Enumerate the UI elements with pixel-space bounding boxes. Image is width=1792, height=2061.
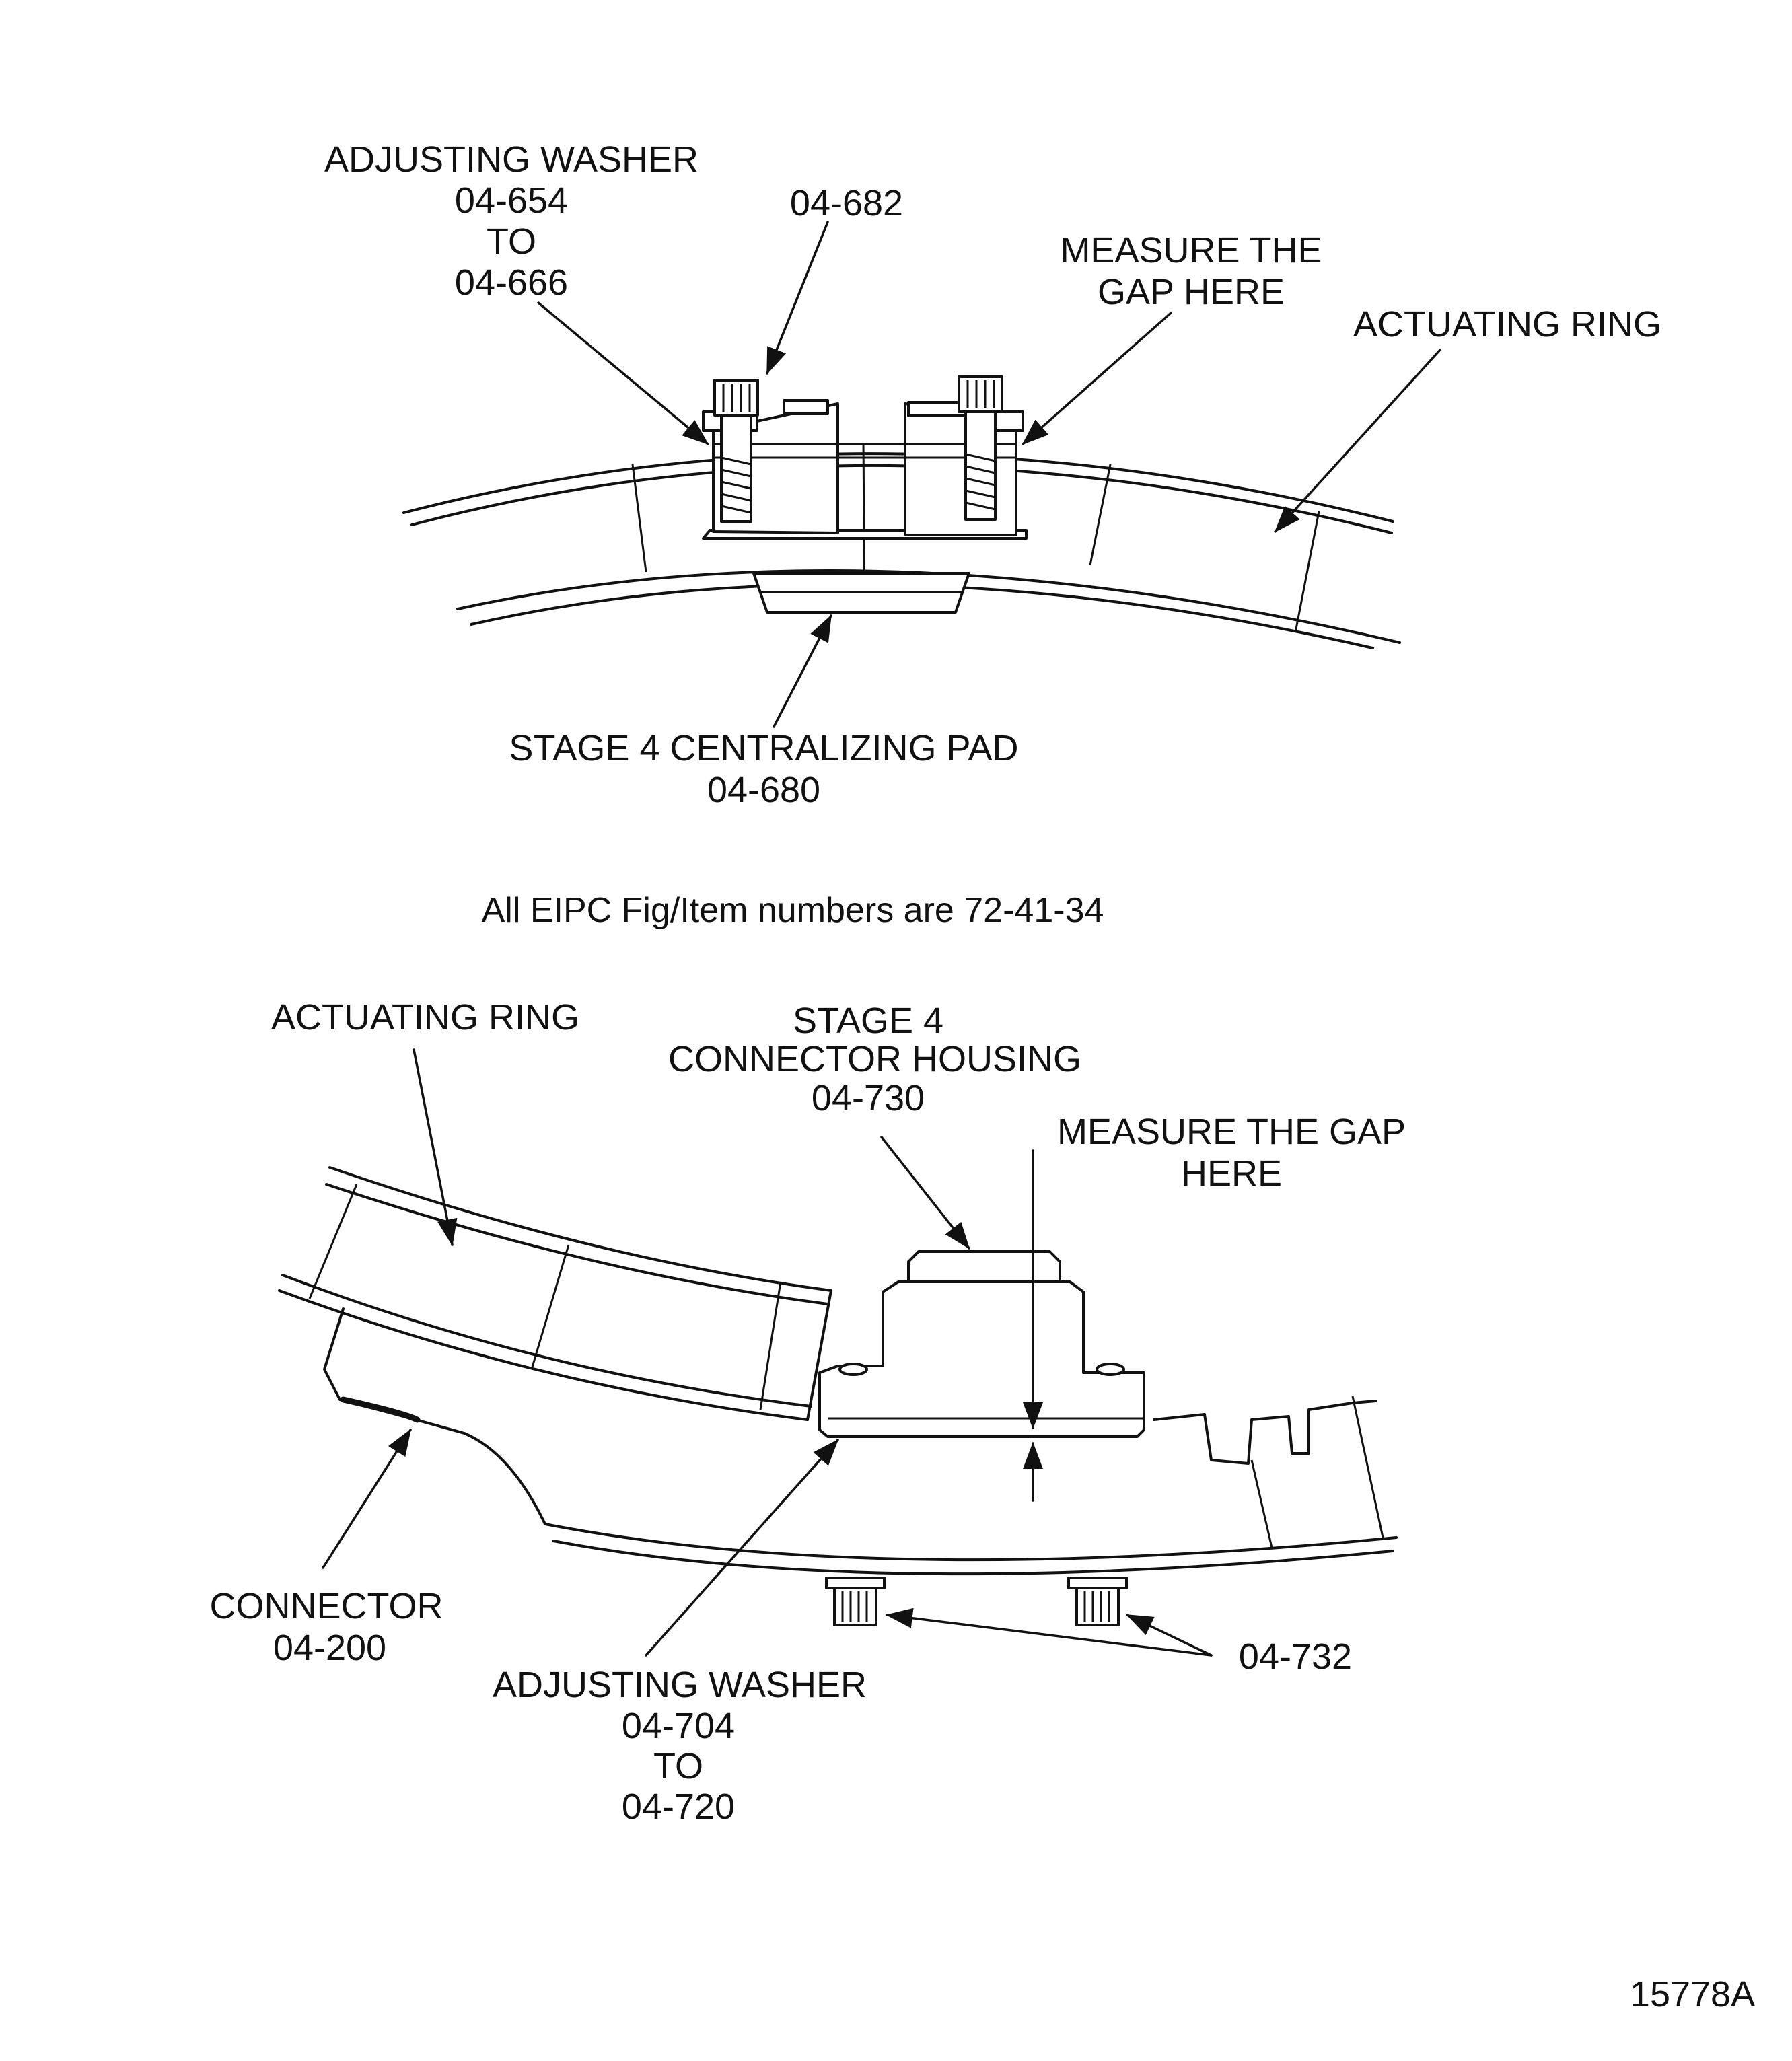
- top-actuating-ring-drawing: [402, 443, 1401, 649]
- housing-label-line2: CONNECTOR HOUSING: [668, 1039, 1081, 1079]
- right-bolt: [958, 375, 1003, 521]
- bottom-adjusting-washer-to: 04-720: [622, 1786, 735, 1827]
- top-adjusting-washer-label: ADJUSTING WASHER: [324, 139, 698, 180]
- bottom-measure-gap-line2: HERE: [1181, 1153, 1282, 1194]
- bottom-measure-gap-line1: MEASURE THE GAP: [1057, 1112, 1406, 1152]
- top-bolt-ref: 04-682: [790, 183, 903, 223]
- connector-housing: [818, 1250, 1145, 1438]
- top-adjusting-washer-from: 04-654: [455, 180, 568, 221]
- left-bolt: [713, 379, 759, 523]
- top-actuating-ring-label: ACTUATING RING: [1353, 304, 1661, 345]
- housing-ref: 04-730: [812, 1078, 925, 1118]
- bottom-adjusting-washer-label: ADJUSTING WASHER: [493, 1665, 867, 1705]
- right-nut: [1067, 1577, 1128, 1626]
- eipc-note: All EIPC Fig/Item numbers are 72-41-34: [482, 891, 1104, 930]
- connector-label: CONNECTOR: [209, 1586, 443, 1626]
- top-measure-gap-line1: MEASURE THE: [1060, 230, 1322, 270]
- centralizing-pad: [752, 572, 970, 614]
- bottom-adjusting-washer-from: 04-704: [622, 1706, 735, 1746]
- bottom-actuating-ring-drawing: [278, 1166, 832, 1421]
- figure-id: 15778A: [1630, 1974, 1755, 2015]
- nut-ref: 04-732: [1239, 1636, 1352, 1677]
- connector-ref: 04-200: [273, 1628, 386, 1668]
- centralizing-pad-label: STAGE 4 CENTRALIZING PAD: [509, 728, 1018, 768]
- top-adjusting-washer-to: 04-666: [455, 262, 568, 303]
- housing-label-line1: STAGE 4: [793, 1001, 943, 1041]
- connector-body: [323, 1307, 1398, 1576]
- top-measure-gap-line2: GAP HERE: [1098, 272, 1285, 312]
- centralizing-pad-ref: 04-680: [707, 770, 820, 810]
- bottom-adjusting-washer-to-word: TO: [653, 1746, 703, 1786]
- left-nut: [825, 1577, 886, 1626]
- bottom-view: ACTUATING RING STAGE 4 CONNECTOR HOUSING…: [209, 997, 1406, 1827]
- bottom-actuating-ring-label: ACTUATING RING: [271, 997, 579, 1038]
- top-view: ADJUSTING WASHER 04-654 TO 04-666 04-682…: [324, 139, 1661, 810]
- top-adjusting-washer-to-word: TO: [487, 221, 536, 262]
